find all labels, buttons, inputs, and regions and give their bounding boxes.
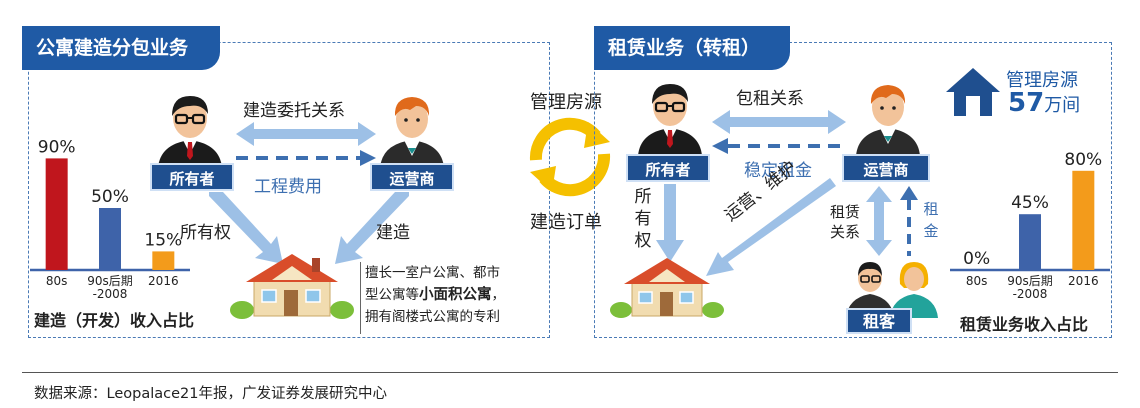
operate-arrow-right <box>706 178 836 276</box>
build-label-left: 建造 <box>376 223 410 243</box>
house-icon-left <box>230 254 354 319</box>
operator-badge-right: 运营商 <box>842 154 930 182</box>
left-double-arrow <box>236 122 376 146</box>
right-revenue-chart: 0% 80s 45% 90s后期-2008 80% 2016 <box>950 120 1110 301</box>
ownership-char-2: 有 <box>634 209 652 229</box>
right-panel <box>594 42 1112 338</box>
right-chart-value-label-2: 45% <box>1011 193 1049 213</box>
rent-vertical-label: 租 金 <box>922 198 940 242</box>
left-chart-value-label-1: 90% <box>38 137 76 157</box>
right-chart-tick-label-1-1: 80s <box>966 274 988 288</box>
lease-arrow <box>866 186 892 256</box>
left-chart-tick-label-1-1: 80s <box>46 274 68 288</box>
right-rent-label: 稳定租金 <box>744 161 812 181</box>
managed-units-value: 57万间 <box>1008 88 1080 118</box>
right-dashed-arrow <box>712 138 846 154</box>
house-icon-right <box>610 258 724 318</box>
cycle-arrows-icon <box>529 117 611 197</box>
right-panel-title: 租赁业务（转租） <box>594 26 790 70</box>
left-chart-value-label-2: 50% <box>91 187 129 207</box>
left-chart-bar-1 <box>45 158 68 270</box>
managed-units-number: 57 <box>1008 88 1045 118</box>
footer-source: 数据来源：Leopalace21年报，广发证券发展研究中心 <box>34 386 387 402</box>
left-chart-bar-3 <box>152 251 175 270</box>
right-chart-tick-label-3-1: 2016 <box>1068 274 1099 288</box>
lease-line-1: 租赁 <box>830 203 861 221</box>
lease-line-2: 关系 <box>830 223 861 241</box>
left-chart-tick-label-3-1: 2016 <box>148 274 179 288</box>
left-fee-label: 工程费用 <box>254 177 322 197</box>
left-revenue-chart: 90% 80s 50% 90s后期-2008 15% 2016 <box>30 120 190 301</box>
owner-badge-right: 所有者 <box>626 154 710 182</box>
note-highlight: 小面积公寓 <box>419 287 492 303</box>
lease-relation-label: 租赁 关系 <box>830 202 860 242</box>
operator-badge-left: 运营商 <box>370 163 454 191</box>
note-line-2-a: 型公寓等 <box>365 287 419 303</box>
right-chart-caption: 租赁业务收入占比 <box>960 315 1089 334</box>
right-chart-svg: 0% 80s 45% 90s后期-2008 80% 2016 <box>950 150 1110 301</box>
ownership-arrow-right <box>656 184 684 262</box>
right-chart-tick-label-2-1: 90s后期 <box>1007 274 1053 288</box>
rent-char-2: 金 <box>923 222 939 240</box>
right-relation-label: 包租关系 <box>736 89 804 109</box>
managed-units-label: 管理房源 <box>1006 70 1078 91</box>
tenant-badge: 租客 <box>846 308 912 334</box>
home-icon <box>946 68 1000 116</box>
left-chart-svg: 90% 80s 50% 90s后期-2008 15% 2016 <box>30 137 190 301</box>
right-chart-tick-label-2-2: -2008 <box>1013 287 1048 301</box>
build-arrow-left <box>335 192 409 264</box>
left-feature-note: 擅长一室户公寓、都市 型公寓等小面积公寓， 拥有阁楼式公寓的专利 <box>360 262 544 334</box>
note-line-1: 擅长一室户公寓、都市 <box>365 265 500 281</box>
managed-units-unit: 万间 <box>1044 95 1081 116</box>
note-line-2: 型公寓等小面积公寓， <box>365 286 505 305</box>
ownership-arrow-left <box>209 192 283 264</box>
cycle-top-label: 管理房源 <box>530 92 602 113</box>
ownership-label-right: 所 有 权 <box>634 186 652 252</box>
left-dashed-arrow <box>236 150 376 166</box>
rent-dashed-arrow <box>900 186 918 256</box>
owner-badge-left: 所有者 <box>150 163 234 191</box>
operator-avatar-left <box>380 97 444 168</box>
operator-avatar-right <box>856 85 920 156</box>
note-line-3: 拥有阁楼式公寓的专利 <box>365 309 500 325</box>
right-chart-value-label-1: 0% <box>963 249 990 269</box>
note-line-2-c: ， <box>491 287 506 303</box>
cycle-bottom-label: 建造订单 <box>530 212 602 233</box>
right-chart-value-label-3: 80% <box>1064 150 1102 170</box>
left-chart-value-label-3: 15% <box>144 230 182 250</box>
ownership-label-left: 所有权 <box>180 223 231 243</box>
owner-avatar-left <box>158 96 222 168</box>
left-chart-bar-2 <box>99 208 121 270</box>
ownership-char-3: 权 <box>634 231 652 251</box>
footer-rule <box>22 372 1118 373</box>
left-chart-caption: 建造（开发）收入占比 <box>34 311 195 330</box>
owner-avatar-right <box>638 84 702 156</box>
right-chart-bar-2 <box>1019 214 1041 270</box>
right-double-arrow <box>712 110 846 134</box>
left-chart-tick-label-2-1: 90s后期 <box>87 274 133 288</box>
rent-char-1: 租 <box>923 200 939 218</box>
left-relation-label: 建造委托关系 <box>243 101 345 121</box>
right-chart-bar-3 <box>1072 170 1095 270</box>
left-panel-title: 公寓建造分包业务 <box>22 26 220 70</box>
ownership-char-1: 所 <box>634 187 652 207</box>
left-chart-tick-label-2-2: -2008 <box>93 287 128 301</box>
